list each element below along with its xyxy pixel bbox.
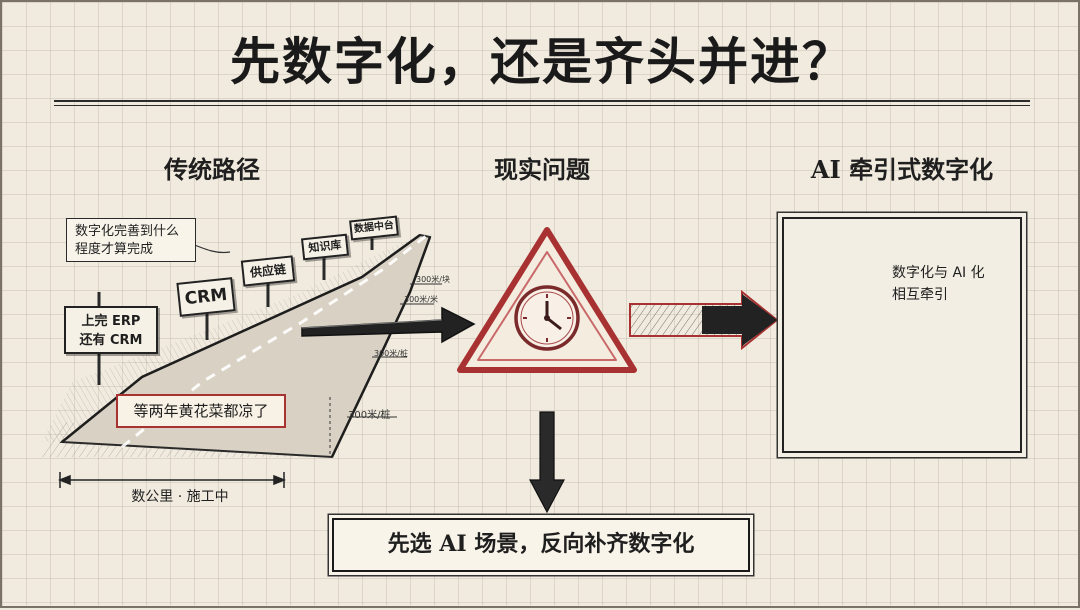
sign-erp-crm: 上完 ERP 还有 CRM	[64, 306, 158, 354]
sign-erp-line1: 上完 ERP	[81, 314, 141, 329]
main-title: 先数字化，还是齐头并进？	[230, 32, 854, 91]
ai-description-line1: 数字化与 AI 化	[892, 265, 985, 281]
sign-supply-chain: 供应链	[240, 255, 296, 287]
conclusion-box: 先选 AI 场景，反向补齐数字化	[332, 518, 750, 572]
ai-driven-panel	[782, 217, 1022, 453]
arrow-to-ai	[629, 289, 779, 351]
arrow-to-problem	[301, 306, 476, 344]
distance-ticks	[329, 283, 442, 457]
note-pointer	[191, 243, 231, 254]
sign-erp-line2: 还有 CRM	[79, 333, 143, 348]
ai-description-line2: 相互牵引	[892, 287, 948, 303]
title-rule-top	[54, 100, 1030, 102]
clock-icon	[514, 285, 580, 351]
ai-description: 数字化与 AI 化 相互牵引	[892, 262, 1022, 306]
distance-marker-3: 300米/桩	[374, 349, 408, 358]
span-label: 数公里 · 施工中	[131, 489, 229, 505]
column-title-ai-driven: AI 牵引式数字化	[810, 155, 994, 184]
span-dimension	[57, 472, 287, 488]
distance-marker-2: 300米/米	[404, 295, 438, 304]
arrow-to-conclusion	[529, 411, 565, 514]
column-title-problem: 现实问题	[494, 155, 590, 184]
warning-label-box: 等两年黄花菜都凉了	[116, 394, 286, 428]
title-rule-bottom	[54, 105, 1030, 106]
column-title-traditional: 传统路径	[164, 155, 260, 184]
sign-crm: CRM	[176, 277, 236, 317]
completion-question-note: 数字化完善到什么 程度才算完成	[66, 218, 196, 262]
distance-marker-1: 300米/块	[416, 275, 450, 284]
completion-question-line1: 数字化完善到什么	[75, 224, 180, 239]
completion-question-line2: 程度才算完成	[75, 242, 154, 257]
distance-marker-4: 300米/桩	[348, 410, 391, 421]
